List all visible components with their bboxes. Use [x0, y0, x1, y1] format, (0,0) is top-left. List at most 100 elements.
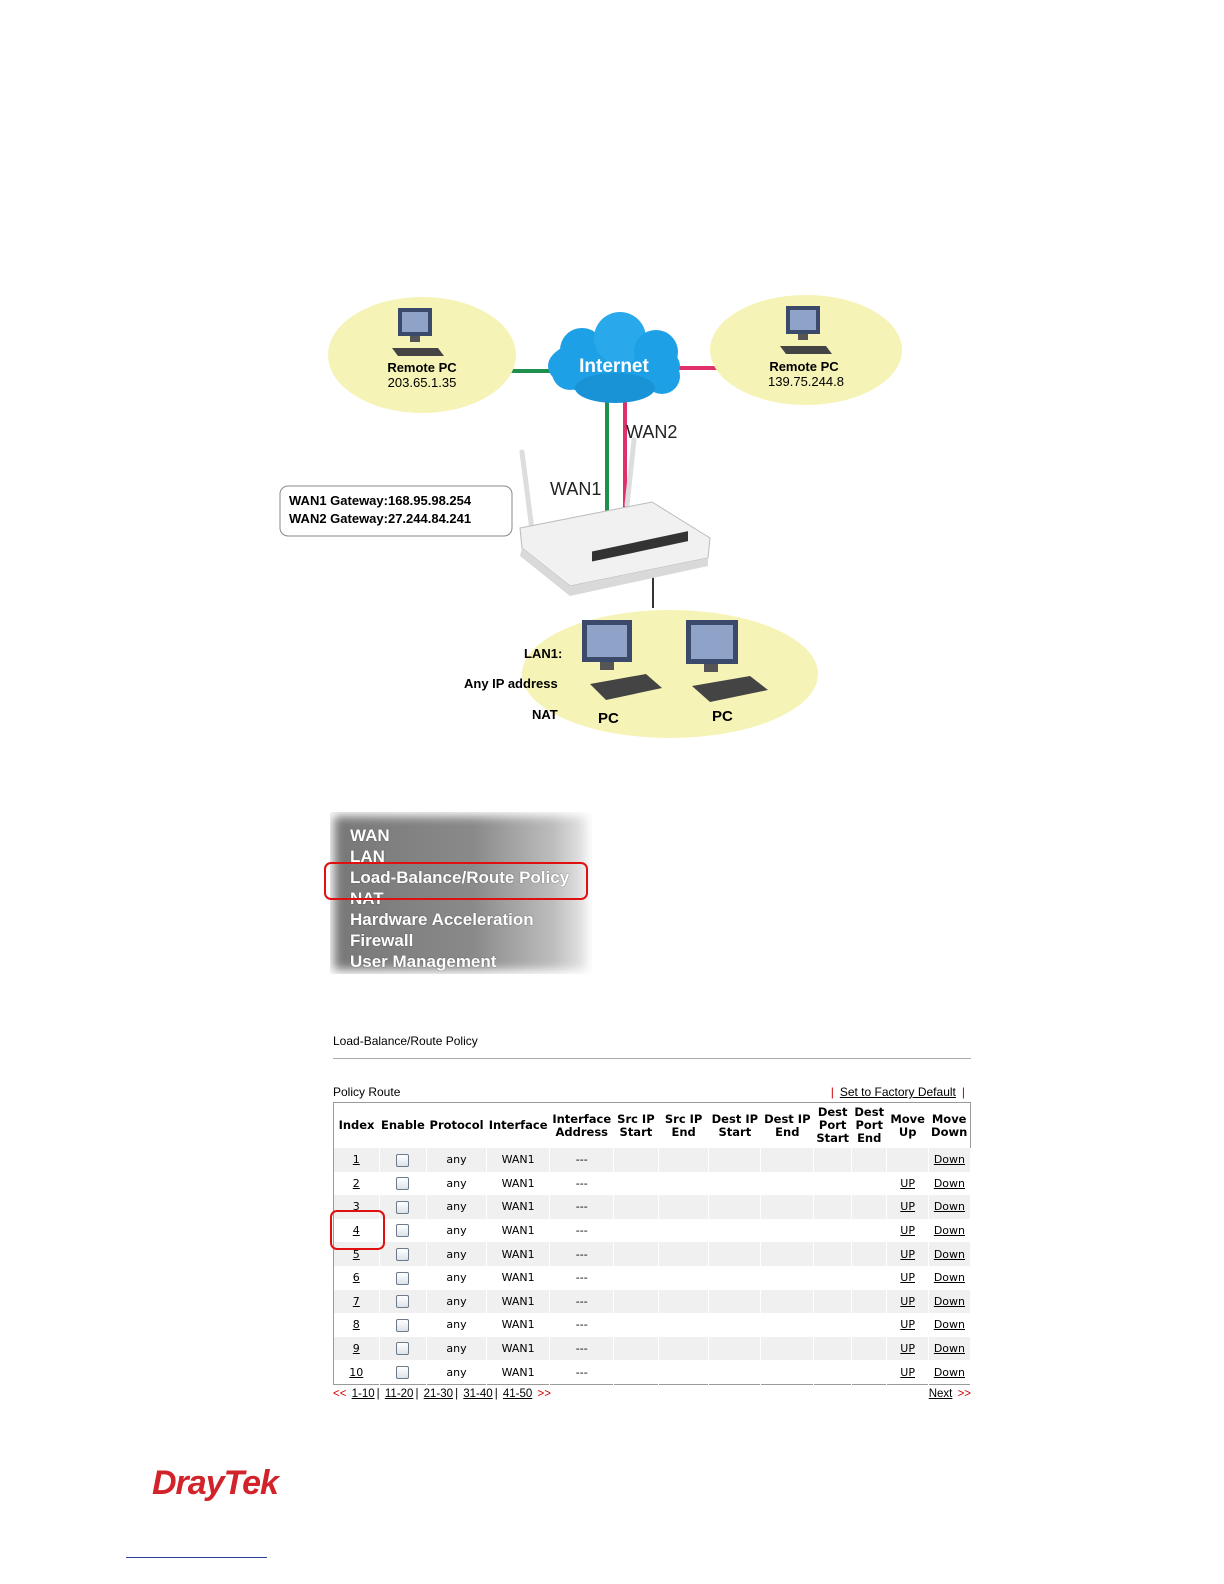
row-protocol: any: [426, 1171, 487, 1196]
move-down-link[interactable]: Down: [933, 1247, 965, 1261]
page-link-31-40[interactable]: 31-40: [463, 1387, 493, 1400]
pager-more-arrows: >>: [537, 1387, 551, 1400]
row-interface-address: ---: [549, 1336, 615, 1361]
row-src-ip-start: [613, 1195, 659, 1219]
menu-item-load-balance[interactable]: Load-Balance/Route Policy: [350, 868, 570, 887]
move-up-link[interactable]: UP: [900, 1176, 915, 1190]
move-down-link[interactable]: Down: [933, 1271, 965, 1285]
row-index-link[interactable]: 4: [352, 1224, 360, 1238]
enable-checkbox[interactable]: [396, 1318, 410, 1332]
row-interface: WAN1: [486, 1289, 551, 1314]
row-dest-ip-end: [760, 1265, 815, 1290]
remote-pc-left-icon: [392, 308, 444, 356]
next-page-link[interactable]: Next: [928, 1387, 953, 1400]
enable-checkbox[interactable]: [396, 1200, 410, 1214]
row-dest-ip-end: [760, 1242, 815, 1266]
lan-line-2: Any IP address: [464, 676, 558, 691]
move-down-link[interactable]: Down: [933, 1176, 965, 1190]
row-src-ip-end: [658, 1171, 710, 1196]
row-src-ip-end: [658, 1336, 710, 1361]
move-down-link[interactable]: Down: [933, 1342, 965, 1356]
row-index-link[interactable]: 7: [352, 1294, 360, 1308]
policy-route-table: Index Enable Protocol Interface Interfac…: [333, 1102, 972, 1385]
menu-item-user-management[interactable]: User Management: [350, 952, 497, 971]
row-interface: WAN1: [486, 1265, 551, 1290]
row-move-up-cell: UP: [886, 1265, 929, 1290]
move-up-link[interactable]: UP: [900, 1365, 915, 1379]
row-move-up-cell: UP: [886, 1336, 929, 1361]
row-index-link[interactable]: 10: [349, 1365, 364, 1379]
separator: |: [830, 1085, 834, 1099]
row-move-up-cell: [886, 1148, 929, 1172]
row-interface-address: ---: [549, 1242, 615, 1266]
move-up-link[interactable]: UP: [900, 1271, 915, 1285]
page-link-11-20[interactable]: 11-20: [384, 1387, 414, 1400]
lan-bubble: [522, 610, 818, 738]
enable-checkbox[interactable]: [396, 1342, 410, 1356]
col-dest-ip-end: Dest IP End: [764, 1111, 811, 1139]
enable-checkbox[interactable]: [396, 1177, 410, 1191]
row-index-link[interactable]: 8: [352, 1318, 360, 1332]
row-index-link[interactable]: 5: [352, 1247, 360, 1261]
row-index-link[interactable]: 9: [352, 1342, 360, 1356]
row-dest-ip-start: [708, 1289, 762, 1314]
row-index-link[interactable]: 6: [352, 1271, 360, 1285]
move-up-link[interactable]: UP: [900, 1294, 915, 1308]
row-dest-ip-end: [760, 1289, 815, 1314]
next-arrows: >>: [957, 1387, 971, 1400]
enable-checkbox[interactable]: [396, 1247, 410, 1261]
menu-item-wan[interactable]: WAN: [350, 826, 390, 845]
row-enable-cell: [379, 1336, 428, 1361]
move-up-link[interactable]: UP: [900, 1200, 915, 1214]
row-interface-address: ---: [549, 1360, 615, 1385]
row-index-link[interactable]: 2: [352, 1176, 360, 1190]
move-down-link[interactable]: Down: [933, 1365, 965, 1379]
move-up-link[interactable]: UP: [900, 1318, 915, 1332]
move-down-link[interactable]: Down: [933, 1200, 965, 1214]
row-dest-ip-end: [760, 1218, 815, 1243]
row-dest-port-start: [813, 1265, 852, 1290]
page-link-21-30[interactable]: 21-30: [423, 1387, 454, 1400]
page-link-1-10[interactable]: 1-10: [351, 1387, 375, 1400]
col-index: Index: [338, 1118, 375, 1132]
move-up-link[interactable]: UP: [900, 1224, 915, 1238]
row-index-link[interactable]: 3: [352, 1200, 360, 1214]
row-dest-port-end: [851, 1242, 888, 1266]
row-src-ip-start: [613, 1218, 659, 1243]
move-up-link[interactable]: UP: [900, 1247, 915, 1261]
menu-item-hardware-acceleration[interactable]: Hardware Acceleration: [350, 910, 534, 929]
factory-default-link[interactable]: Set to Factory Default: [839, 1085, 956, 1099]
move-down-link[interactable]: Down: [933, 1153, 965, 1167]
row-move-down-cell: Down: [928, 1289, 972, 1314]
row-move-up-cell: UP: [886, 1289, 929, 1314]
move-down-link[interactable]: Down: [933, 1294, 965, 1308]
row-protocol: any: [426, 1242, 487, 1266]
row-move-up-cell: UP: [886, 1195, 929, 1219]
row-dest-port-end: [851, 1171, 888, 1196]
row-dest-port-end: [851, 1360, 888, 1385]
menu-item-lan[interactable]: LAN: [350, 847, 385, 866]
move-down-link[interactable]: Down: [933, 1318, 965, 1332]
gateway-line-2: WAN2 Gateway:27.244.84.241: [289, 511, 471, 526]
draytek-logo: DrayTek: [152, 1464, 279, 1502]
page-link-41-50[interactable]: 41-50: [502, 1387, 533, 1400]
enable-checkbox[interactable]: [396, 1153, 410, 1167]
pagination: << 1-10| 11-20| 21-30| 31-40| 41-50 >> N…: [333, 1388, 971, 1400]
move-up-link[interactable]: UP: [900, 1342, 915, 1356]
enable-checkbox[interactable]: [396, 1224, 410, 1238]
enable-checkbox[interactable]: [396, 1295, 410, 1309]
row-dest-port-start: [813, 1313, 852, 1337]
row-index-link[interactable]: 1: [352, 1153, 360, 1167]
row-dest-ip-end: [760, 1336, 815, 1361]
enable-checkbox[interactable]: [396, 1365, 410, 1379]
move-down-link[interactable]: Down: [933, 1224, 965, 1238]
col-dest-ip-start: Dest IP Start: [711, 1111, 759, 1139]
row-enable-cell: [379, 1195, 428, 1219]
row-src-ip-end: [658, 1265, 710, 1290]
enable-checkbox[interactable]: [396, 1271, 410, 1285]
row-interface-address: ---: [549, 1289, 615, 1314]
menu-item-firewall[interactable]: Firewall: [350, 931, 414, 950]
